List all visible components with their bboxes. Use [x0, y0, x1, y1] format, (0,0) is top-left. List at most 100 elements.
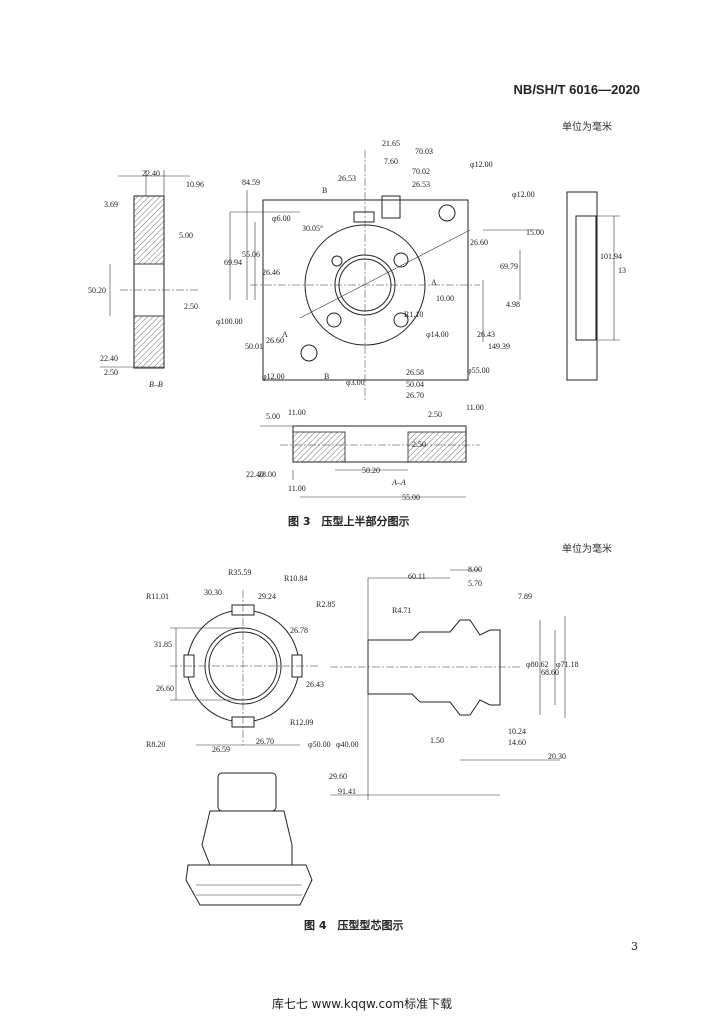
dim-label: 5.70: [468, 579, 482, 588]
dim-label: 20.30: [548, 752, 566, 761]
dim-label: 70.03: [415, 147, 433, 156]
fig3-top-view: [229, 150, 540, 400]
dim-label: R8.20: [146, 740, 166, 749]
fig3-section-aa: [260, 425, 480, 498]
dim-label: 8.00: [468, 565, 482, 574]
dim-label: φ14.00: [426, 330, 449, 339]
fig4-side-view: [330, 569, 566, 800]
standard-number: NB/SH/T 6016—2020: [513, 82, 640, 97]
dim-label: 69.94: [224, 258, 242, 267]
dim-label: 68.60: [541, 668, 559, 677]
dim-label: 70.02: [412, 167, 430, 176]
dim-label: φ12.00: [470, 160, 493, 169]
dim-label: 10.96: [186, 180, 204, 189]
dim-label: 10.24: [508, 727, 526, 736]
dim-label: 7.60: [384, 157, 398, 166]
footer-watermark: 库七七 www.kqqw.com标准下载: [271, 997, 453, 1011]
dim-label: 1.50: [430, 736, 444, 745]
dim-label: 55.06: [242, 250, 260, 259]
dim-label: 13: [618, 266, 626, 275]
dim-label: φ100.00: [216, 317, 243, 326]
dim-label: 50.04: [406, 380, 424, 389]
dim-label: R35.59: [228, 568, 252, 577]
dim-label: 29.24: [258, 592, 276, 601]
dim-label: 11.00: [288, 484, 306, 493]
dim-label: 26.46: [262, 268, 280, 277]
dim-label: 26.78: [290, 626, 308, 635]
dim-label: φ50.00: [308, 740, 331, 749]
unit-note-fig3: 单位为毫米: [562, 122, 612, 133]
dim-label: 26.60: [266, 336, 284, 345]
dim-label: 30.05°: [302, 224, 324, 233]
section-bb-label: B–B: [149, 380, 163, 389]
page-number: 3: [631, 940, 638, 953]
dim-label: 22.40: [100, 354, 118, 363]
dim-label: R12.09: [290, 718, 314, 727]
dim-label: 28.00: [258, 470, 276, 479]
dim-label: 2.50: [104, 368, 118, 377]
dim-label: 15.00: [526, 228, 544, 237]
dim-label: φ6.00: [272, 214, 291, 223]
unit-note-fig4: 单位为毫米: [562, 544, 612, 555]
dim-label: φ3.00: [346, 378, 365, 387]
view-label-a: A: [431, 278, 437, 287]
fig4-end-view: [170, 590, 320, 746]
dim-label: 26.60: [470, 238, 488, 247]
fig4-perspective-view: [185, 772, 313, 906]
dim-label: 50.20: [88, 286, 106, 295]
dim-label: 2.50: [412, 440, 426, 449]
dim-label: 101.94: [600, 252, 622, 261]
dim-label: R1.10: [404, 310, 424, 319]
dim-label: 7.89: [518, 592, 532, 601]
dim-label: R11.01: [146, 592, 170, 601]
dim-label: 69.79: [500, 262, 518, 271]
dim-label: φ71.18: [556, 660, 579, 669]
dim-label: 26.53: [412, 180, 430, 189]
dim-label: φ12.00: [512, 190, 535, 199]
dim-label: 84.59: [242, 178, 260, 187]
dim-label: 26.58: [406, 368, 424, 377]
dim-label: R2.85: [316, 600, 336, 609]
dim-label: 26.60: [156, 684, 174, 693]
dim-label: 3.69: [104, 200, 118, 209]
dim-label: 26.53: [338, 174, 356, 183]
dim-label: 26.70: [406, 391, 424, 400]
dim-label: 10.00: [436, 294, 454, 303]
dim-label: φ12.00: [262, 372, 285, 381]
dim-label: 30.30: [204, 588, 222, 597]
dim-label: φ55.00: [467, 366, 490, 375]
dim-label: 21.65: [382, 139, 400, 148]
dim-label: 60.11: [408, 572, 426, 581]
view-label-a: A: [282, 330, 288, 339]
dim-label: 14.60: [508, 738, 526, 747]
dim-label: 50.01: [245, 342, 263, 351]
dim-label: 22.40: [142, 169, 160, 178]
dim-label: 11.00: [288, 408, 306, 417]
dim-label: 55.00: [402, 493, 420, 502]
dim-label: 2.50: [184, 302, 198, 311]
dim-label: 50.20: [362, 466, 380, 475]
dim-label: 91.41: [338, 787, 356, 796]
dim-label: 31.85: [154, 640, 172, 649]
dim-label: φ40.00: [336, 740, 359, 749]
fig3-section-bb: [100, 170, 200, 369]
dim-label: 22.40: [246, 470, 264, 479]
dim-label: 2.50: [428, 410, 442, 419]
dim-label: 29.60: [329, 772, 347, 781]
figure-3-caption: 图 3 压型上半部分图示: [288, 515, 410, 528]
dim-label: 5.00: [266, 412, 280, 421]
dim-label: 26.70: [256, 737, 274, 746]
dim-label: 11.00: [466, 403, 484, 412]
dim-label: 26.43: [306, 680, 324, 689]
dim-label: 26.59: [212, 745, 230, 754]
view-label-b: B: [324, 372, 330, 381]
dim-label: 26.43: [477, 330, 495, 339]
dim-label: R10.84: [284, 574, 308, 583]
dim-label: 4.98: [506, 300, 520, 309]
section-aa-label: A–A: [392, 478, 406, 487]
view-label-b: B: [322, 186, 328, 195]
dim-label: φ80.62: [526, 660, 549, 669]
